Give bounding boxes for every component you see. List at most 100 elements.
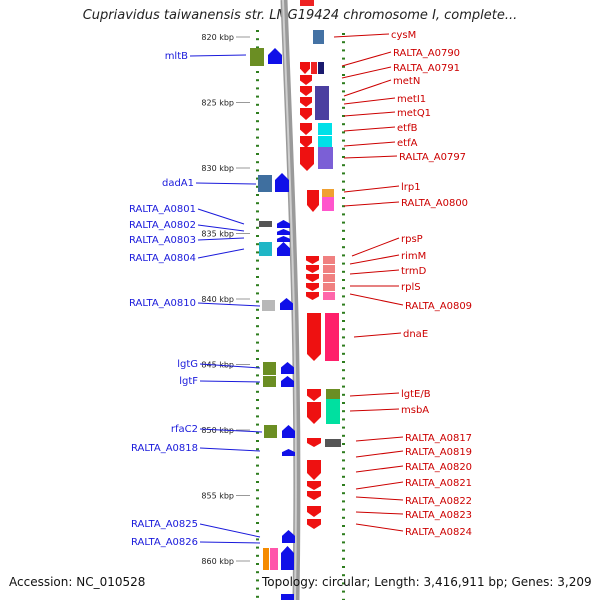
label-leader-line — [199, 363, 261, 369]
gene-label-left[interactable]: RALTA_A0804 — [129, 253, 196, 264]
gene-label-right[interactable]: lgtE/B — [401, 389, 431, 400]
gene-label-right[interactable]: rplS — [401, 282, 421, 293]
gene-label-right[interactable]: RALTA_A0817 — [405, 433, 472, 444]
gene-block — [318, 123, 332, 135]
gene-label-right[interactable]: RALTA_A0819 — [405, 447, 472, 458]
gene-block — [259, 221, 272, 227]
tick-label: 850 kbp — [201, 426, 234, 435]
gene-label-right[interactable]: msbA — [401, 405, 429, 416]
scale-dot — [256, 366, 259, 369]
gene-block — [300, 0, 314, 6]
gene-label-right[interactable]: rimM — [401, 251, 426, 262]
label-leader-line — [197, 237, 245, 241]
gene-label-left[interactable]: lgtF — [179, 376, 198, 387]
label-leader-line — [343, 97, 396, 105]
scale-dot — [342, 41, 345, 44]
gene-label-right[interactable]: RALTA_A0824 — [405, 527, 472, 538]
gene-label-left[interactable]: dadA1 — [162, 178, 194, 189]
scale-dot — [256, 456, 259, 459]
gene-block — [315, 104, 329, 120]
scale-dot — [256, 128, 259, 131]
gene-label-left[interactable]: lgtG — [177, 359, 198, 370]
gene-label-right[interactable]: dnaE — [403, 329, 428, 340]
gene-label-left[interactable]: RALTA_A0803 — [129, 235, 196, 246]
gene-label-right[interactable]: RALTA_A0809 — [405, 301, 472, 312]
gene-label-left[interactable]: RALTA_A0818 — [131, 443, 198, 454]
scale-dot — [342, 393, 345, 396]
scale-dot — [342, 434, 345, 437]
reverse-gene-arrow — [306, 283, 319, 291]
reverse-gene-arrow — [300, 136, 312, 148]
gene-block — [270, 548, 278, 570]
reverse-gene-arrow — [307, 491, 321, 500]
label-leader-line — [355, 465, 404, 473]
gene-label-right[interactable]: etfA — [397, 138, 418, 149]
scale-dot — [342, 156, 345, 158]
label-leader-line — [343, 126, 396, 132]
scale-dot — [342, 574, 345, 577]
gene-label-right[interactable]: RALTA_A0820 — [405, 462, 472, 473]
scale-dot — [342, 279, 345, 281]
label-leader-line — [199, 541, 261, 544]
gene-label-left[interactable]: RALTA_A0802 — [129, 220, 196, 231]
gene-label-right[interactable]: RALTA_A0800 — [401, 198, 468, 209]
scale-dot — [256, 374, 259, 377]
scale-dot — [342, 229, 345, 232]
gene-label-right[interactable]: cysM — [391, 30, 416, 41]
map-title: Cupriavidus taiwanensis str. LMG19424 ch… — [82, 8, 518, 23]
gene-label-right[interactable]: rpsP — [401, 234, 423, 245]
gene-label-left[interactable]: mltB — [165, 51, 188, 62]
gene-label-left[interactable]: rfaC2 — [171, 424, 198, 435]
reverse-gene-arrow — [307, 481, 321, 490]
gene-label-right[interactable]: trmD — [401, 266, 427, 277]
gene-label-right[interactable]: RALTA_A0797 — [399, 152, 466, 163]
gene-label-right[interactable]: RALTA_A0823 — [405, 510, 472, 521]
gene-label-right[interactable]: metN — [393, 76, 420, 87]
scale-dot — [256, 218, 259, 221]
scale-dot — [342, 336, 345, 339]
scale-dot — [256, 325, 259, 328]
scale-dot — [256, 390, 259, 393]
scale-dot — [342, 484, 345, 486]
gene-label-right[interactable]: RALTA_A0791 — [393, 63, 460, 74]
gene-label-right[interactable]: RALTA_A0822 — [405, 496, 472, 507]
gene-label-right[interactable]: RALTA_A0821 — [405, 478, 472, 489]
reverse-gene-arrow — [306, 292, 319, 300]
scale-dot — [342, 295, 345, 298]
gene-block — [311, 62, 317, 74]
scale-dot — [342, 352, 345, 355]
scale-dot — [256, 431, 259, 434]
scale-dot — [256, 112, 259, 114]
gene-label-right[interactable]: etfB — [397, 123, 418, 134]
reverse-gene-arrow — [307, 402, 321, 424]
scale-dot — [342, 164, 345, 167]
gene-label-right[interactable]: lrp1 — [401, 182, 421, 193]
scale-dot — [256, 513, 259, 516]
gene-block — [323, 292, 335, 300]
scale-dot — [256, 87, 259, 90]
scale-dot — [256, 317, 259, 319]
gene-label-right[interactable]: RALTA_A0790 — [393, 48, 460, 59]
gene-label-left[interactable]: RALTA_A0810 — [129, 298, 196, 309]
scale-dot — [342, 590, 345, 593]
gene-label-left[interactable]: RALTA_A0825 — [131, 519, 198, 530]
gene-block — [323, 283, 335, 291]
gene-label-left[interactable]: RALTA_A0826 — [131, 537, 198, 548]
scale-dot — [256, 489, 259, 492]
gene-block — [322, 197, 334, 211]
scale-dot — [342, 533, 345, 536]
gene-label-right[interactable]: metQ1 — [397, 108, 431, 119]
scale-dot — [342, 566, 345, 568]
gene-block — [318, 62, 324, 74]
reverse-gene-arrow — [300, 86, 312, 96]
gene-label-right[interactable]: metI1 — [397, 94, 426, 105]
label-leader-line — [199, 380, 261, 383]
left-gene-labels[interactable]: mltB dadA1RALTA_A0801RALTA_A0802RALTA_A08… — [129, 51, 263, 548]
scale-dot — [342, 459, 345, 462]
tick-label: 820 kbp — [201, 33, 234, 42]
gene-label-left[interactable]: RALTA_A0801 — [129, 204, 196, 215]
reverse-gene-arrow — [307, 506, 321, 517]
